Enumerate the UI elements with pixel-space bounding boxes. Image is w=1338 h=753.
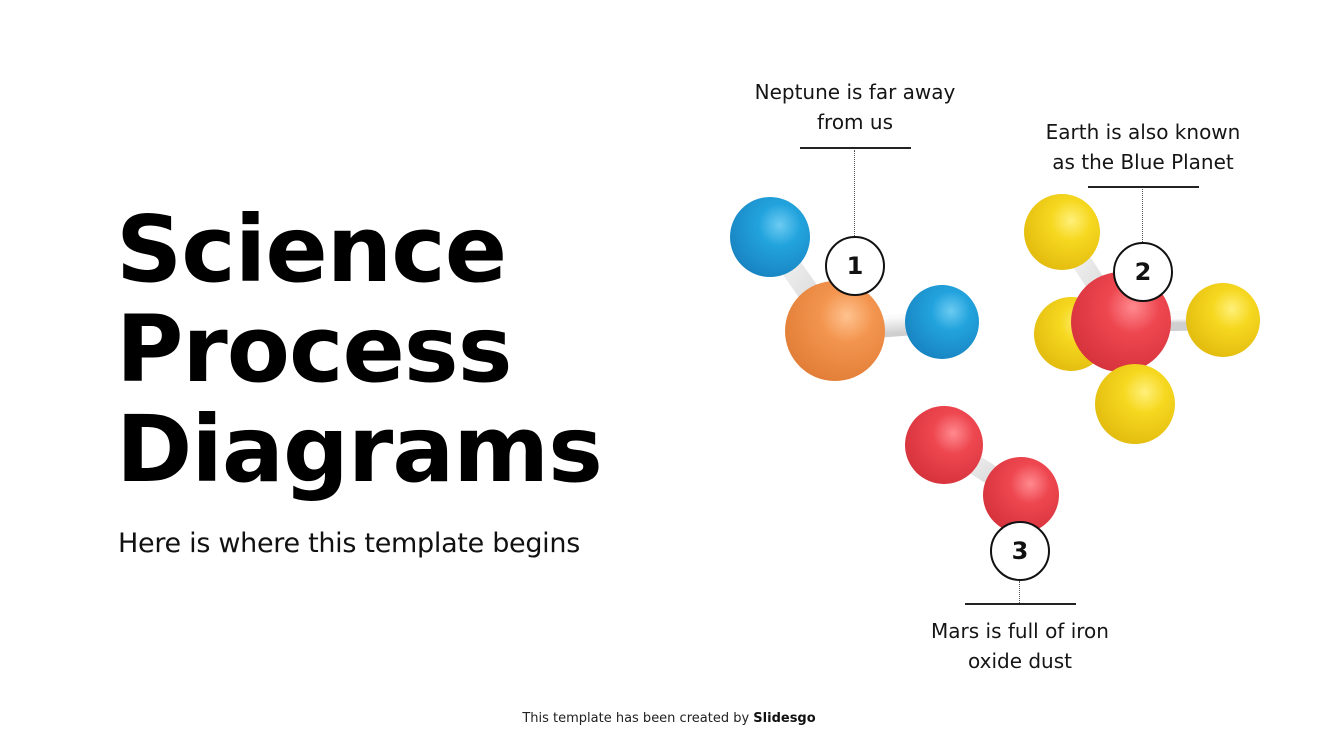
atom-yellow-top-left (1024, 194, 1100, 270)
step-1-underline (800, 147, 911, 149)
title-line-1: Science (116, 196, 507, 303)
footer-brand-link[interactable]: Slidesgo (753, 711, 816, 726)
step-1-number-badge: 1 (825, 236, 885, 296)
atom-orange (785, 281, 885, 381)
atom-blue-1 (730, 197, 810, 277)
step-2-label-line-2: as the Blue Planet (1052, 150, 1234, 174)
step-2-label-line-1: Earth is also known (1045, 120, 1241, 144)
atom-yellow-right (1186, 283, 1260, 357)
atom-red-2 (983, 457, 1059, 533)
title-line-2: Process (116, 296, 512, 403)
step-2-label: Earth is also known as the Blue Planet (993, 117, 1293, 177)
step-3-label-line-2: oxide dust (967, 649, 1072, 673)
step-3-connector (1019, 581, 1020, 603)
title-line-3: Diagrams (116, 396, 603, 503)
step-3-number-badge: 3 (990, 521, 1050, 581)
step-3-label-line-1: Mars is full of iron (931, 619, 1109, 643)
step-2-underline (1088, 186, 1199, 188)
step-1-connector (854, 150, 855, 236)
atom-red-1 (905, 406, 983, 484)
step-2-number-badge: 2 (1113, 242, 1173, 302)
step-2-connector (1142, 189, 1143, 242)
slide-subtitle: Here is where this template begins (118, 528, 580, 559)
step-3-underline (965, 603, 1076, 605)
slide-title: Science Process Diagrams (116, 196, 603, 503)
step-1-label-line-1: Neptune is far away (754, 80, 956, 104)
step-1-label-line-2: from us (817, 110, 893, 134)
molecule-3 (905, 406, 1059, 533)
molecule-2 (1024, 194, 1260, 444)
step-1-label: Neptune is far away from us (705, 77, 1005, 137)
footer-credit: This template has been created by Slides… (0, 711, 1338, 726)
atom-yellow-bottom (1095, 364, 1175, 444)
step-3-label: Mars is full of iron oxide dust (870, 616, 1170, 676)
atom-blue-2 (905, 285, 979, 359)
footer-prefix: This template has been created by (522, 711, 754, 726)
molecule-1 (730, 197, 979, 381)
